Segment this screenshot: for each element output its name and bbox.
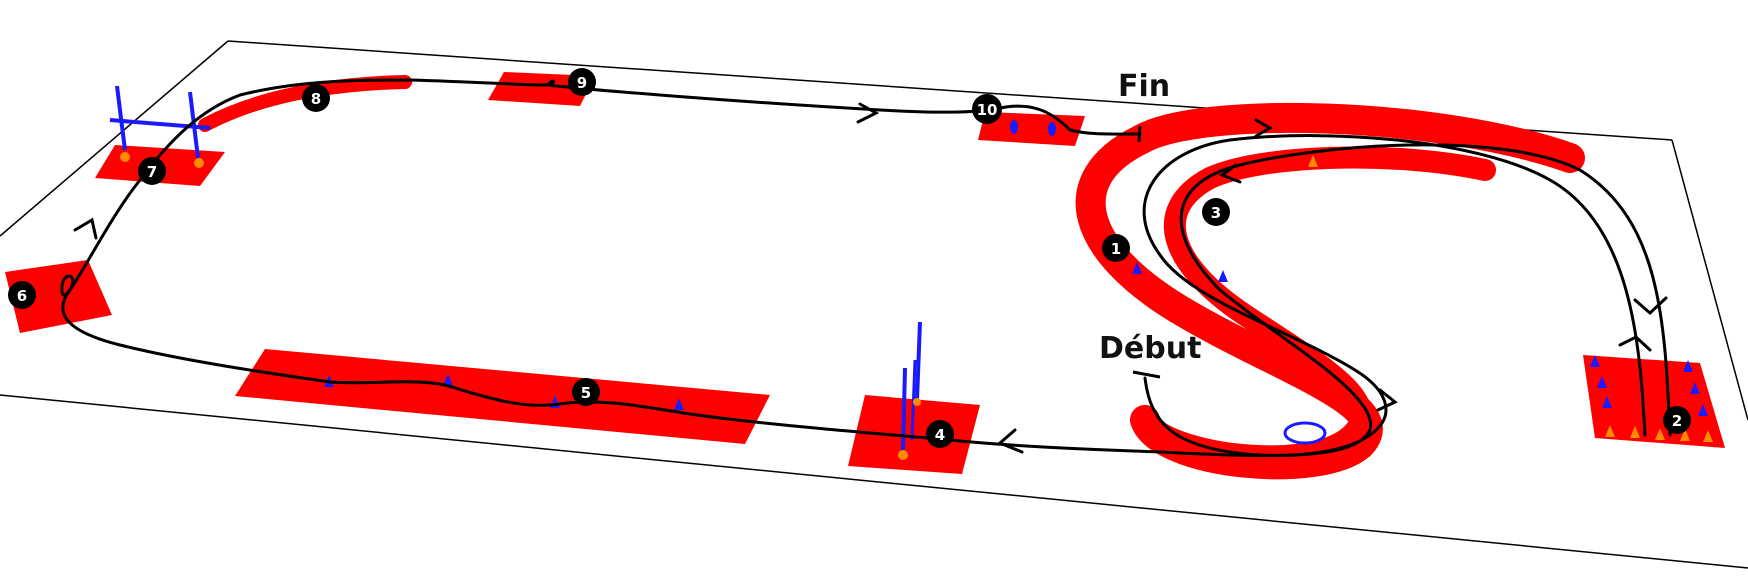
svg-text:4: 4 [935,426,945,444]
svg-text:7: 7 [147,163,157,181]
zone-5 [235,349,770,444]
direction-arrows [73,102,1668,454]
course-path [60,78,1672,458]
station-marker-9: 9 [568,68,596,96]
svg-text:1: 1 [1111,240,1121,258]
zone-4 [848,395,980,474]
goal-frame-7 [109,85,211,168]
station-markers: 1 2 3 4 5 6 7 8 9 10 [8,68,1691,448]
zone-2 [1583,355,1725,448]
svg-text:6: 6 [17,287,27,305]
station-marker-1: 1 [1102,234,1130,262]
svg-text:5: 5 [581,384,591,402]
zone-8-curve [198,75,412,132]
start-label: Début [1099,331,1201,366]
cone-grid-2 [1590,355,1713,442]
finish-label: Fin [1118,69,1170,104]
station-marker-4: 4 [926,420,954,448]
station-marker-3: 3 [1202,198,1230,226]
station-marker-8: 8 [302,84,330,112]
svg-text:10: 10 [977,101,998,119]
hurdles-10 [1010,120,1056,136]
red-zones [5,72,1725,480]
station-marker-5: 5 [572,378,600,406]
station-marker-7: 7 [138,157,166,185]
ground-plane [0,40,1748,569]
equipment [109,85,1713,460]
svg-text:3: 3 [1211,204,1221,222]
station-marker-10: 10 [972,94,1002,124]
station-marker-2: 2 [1663,406,1691,434]
zone-6 [5,260,112,333]
station-marker-6: 6 [8,281,36,309]
svg-text:9: 9 [577,74,587,92]
svg-text:2: 2 [1672,412,1682,430]
svg-text:8: 8 [311,90,321,108]
